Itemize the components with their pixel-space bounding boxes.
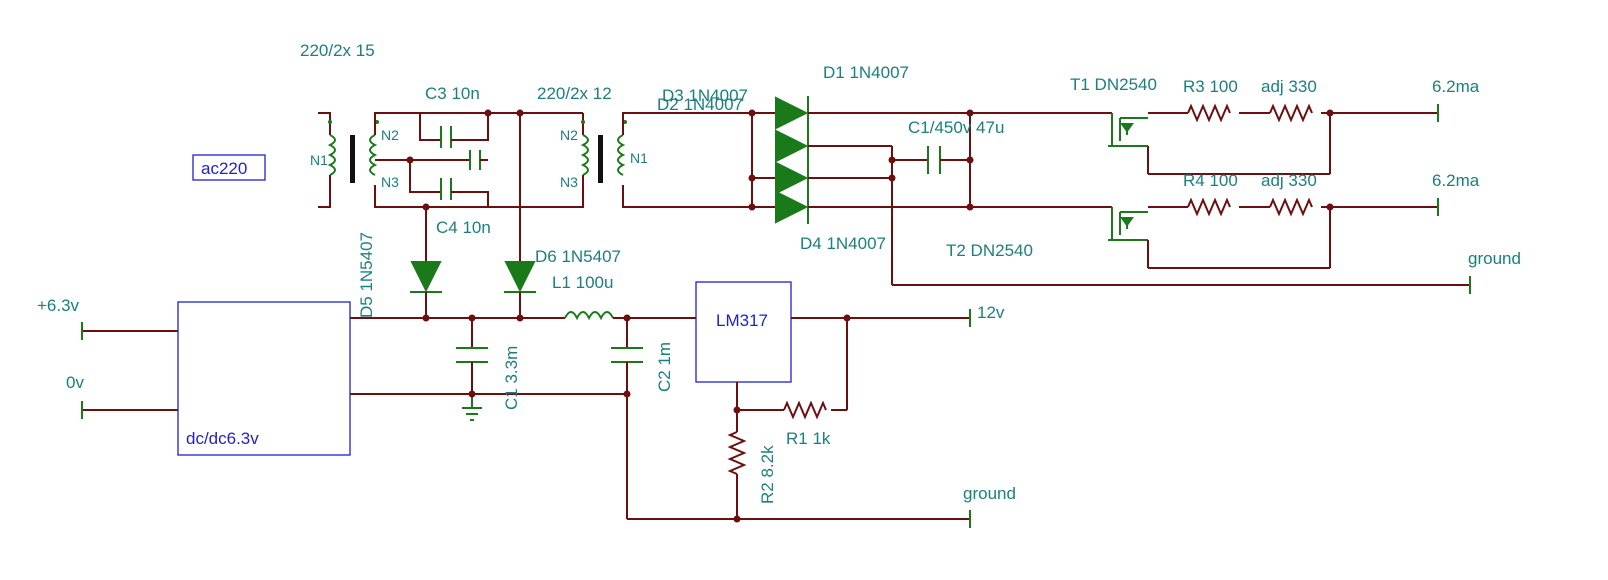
d6-label: D6 1N5407 — [535, 247, 621, 266]
capacitor-center — [410, 150, 488, 170]
t1-label: T1 DN2540 — [1070, 75, 1157, 94]
t1-ratio-label: 220/2x 15 — [300, 41, 375, 60]
transformer-2 — [520, 112, 752, 208]
vin-pos-label: +6.3v — [37, 296, 80, 315]
transformer-1 — [318, 112, 420, 208]
lm317-regulator — [695, 281, 792, 383]
dcdc-label: dc/dc6.3v — [186, 429, 259, 448]
ground-top-label: ground — [1468, 249, 1521, 268]
diode-d6 — [504, 113, 536, 318]
resistor-r3 — [1187, 103, 1231, 123]
c2-label: C2 1m — [655, 342, 674, 392]
resistor-adj-2 — [1269, 197, 1313, 217]
d5-label: D5 1N5407 — [357, 232, 376, 318]
inductor-l1 — [564, 311, 614, 321]
c1-hv-label: C1/450v 47u — [908, 118, 1004, 137]
diode-d5 — [410, 207, 442, 318]
out1-label: 6.2ma — [1432, 77, 1480, 96]
adj2-label: adj 330 — [1261, 171, 1317, 190]
resistor-adj-1 — [1269, 103, 1313, 123]
resistor-r1 — [783, 400, 827, 420]
resistor-r2 — [727, 431, 747, 475]
c3-label: C3 10n — [425, 84, 480, 103]
ground-bot-label: ground — [963, 484, 1016, 503]
capacitor-c4 — [409, 160, 520, 208]
r1-label: R1 1k — [786, 429, 831, 448]
t2-ratio-label: 220/2x 12 — [537, 84, 612, 103]
dcdc-converter — [177, 301, 351, 456]
l1-label: L1 100u — [552, 273, 613, 292]
diode-bridge — [750, 96, 1082, 224]
mosfet-t2 — [1082, 206, 1330, 269]
out2-label: 6.2ma — [1432, 171, 1480, 190]
r4-label: R4 100 — [1183, 171, 1238, 190]
n1b-label: N1 — [630, 150, 648, 166]
c4-label: C4 10n — [436, 218, 491, 237]
v12-label: 12v — [977, 303, 1005, 322]
capacitor-c3 — [419, 112, 520, 148]
lm317-label: LM317 — [716, 311, 768, 330]
n2a-label: N2 — [381, 127, 399, 143]
r2-label: R2 8.2k — [758, 445, 777, 504]
d3-label: D3 1N4007 — [662, 86, 748, 105]
ac220-label: ac220 — [201, 159, 247, 178]
d2-label: D2 1N4007 — [657, 95, 743, 114]
r3-label: R3 100 — [1183, 77, 1238, 96]
n3a-label: N3 — [381, 174, 399, 190]
ac220-box — [192, 154, 266, 181]
d1-label: D1 1N4007 — [823, 63, 909, 82]
d4-label: D4 1N4007 — [800, 234, 886, 253]
mosfet-t1 — [1082, 112, 1330, 175]
vin-0-label: 0v — [66, 373, 84, 392]
t2-label: T2 DN2540 — [946, 241, 1033, 260]
resistor-r4 — [1187, 197, 1231, 217]
capacitor-c1-3m3 — [456, 318, 488, 421]
n2b-label: N2 — [560, 127, 578, 143]
c1-label: C1 3.3m — [502, 346, 521, 410]
n3b-label: N3 — [560, 174, 578, 190]
capacitor-c2 — [611, 318, 643, 519]
adj1-label: adj 330 — [1261, 77, 1317, 96]
n1a-label: N1 — [310, 152, 328, 168]
